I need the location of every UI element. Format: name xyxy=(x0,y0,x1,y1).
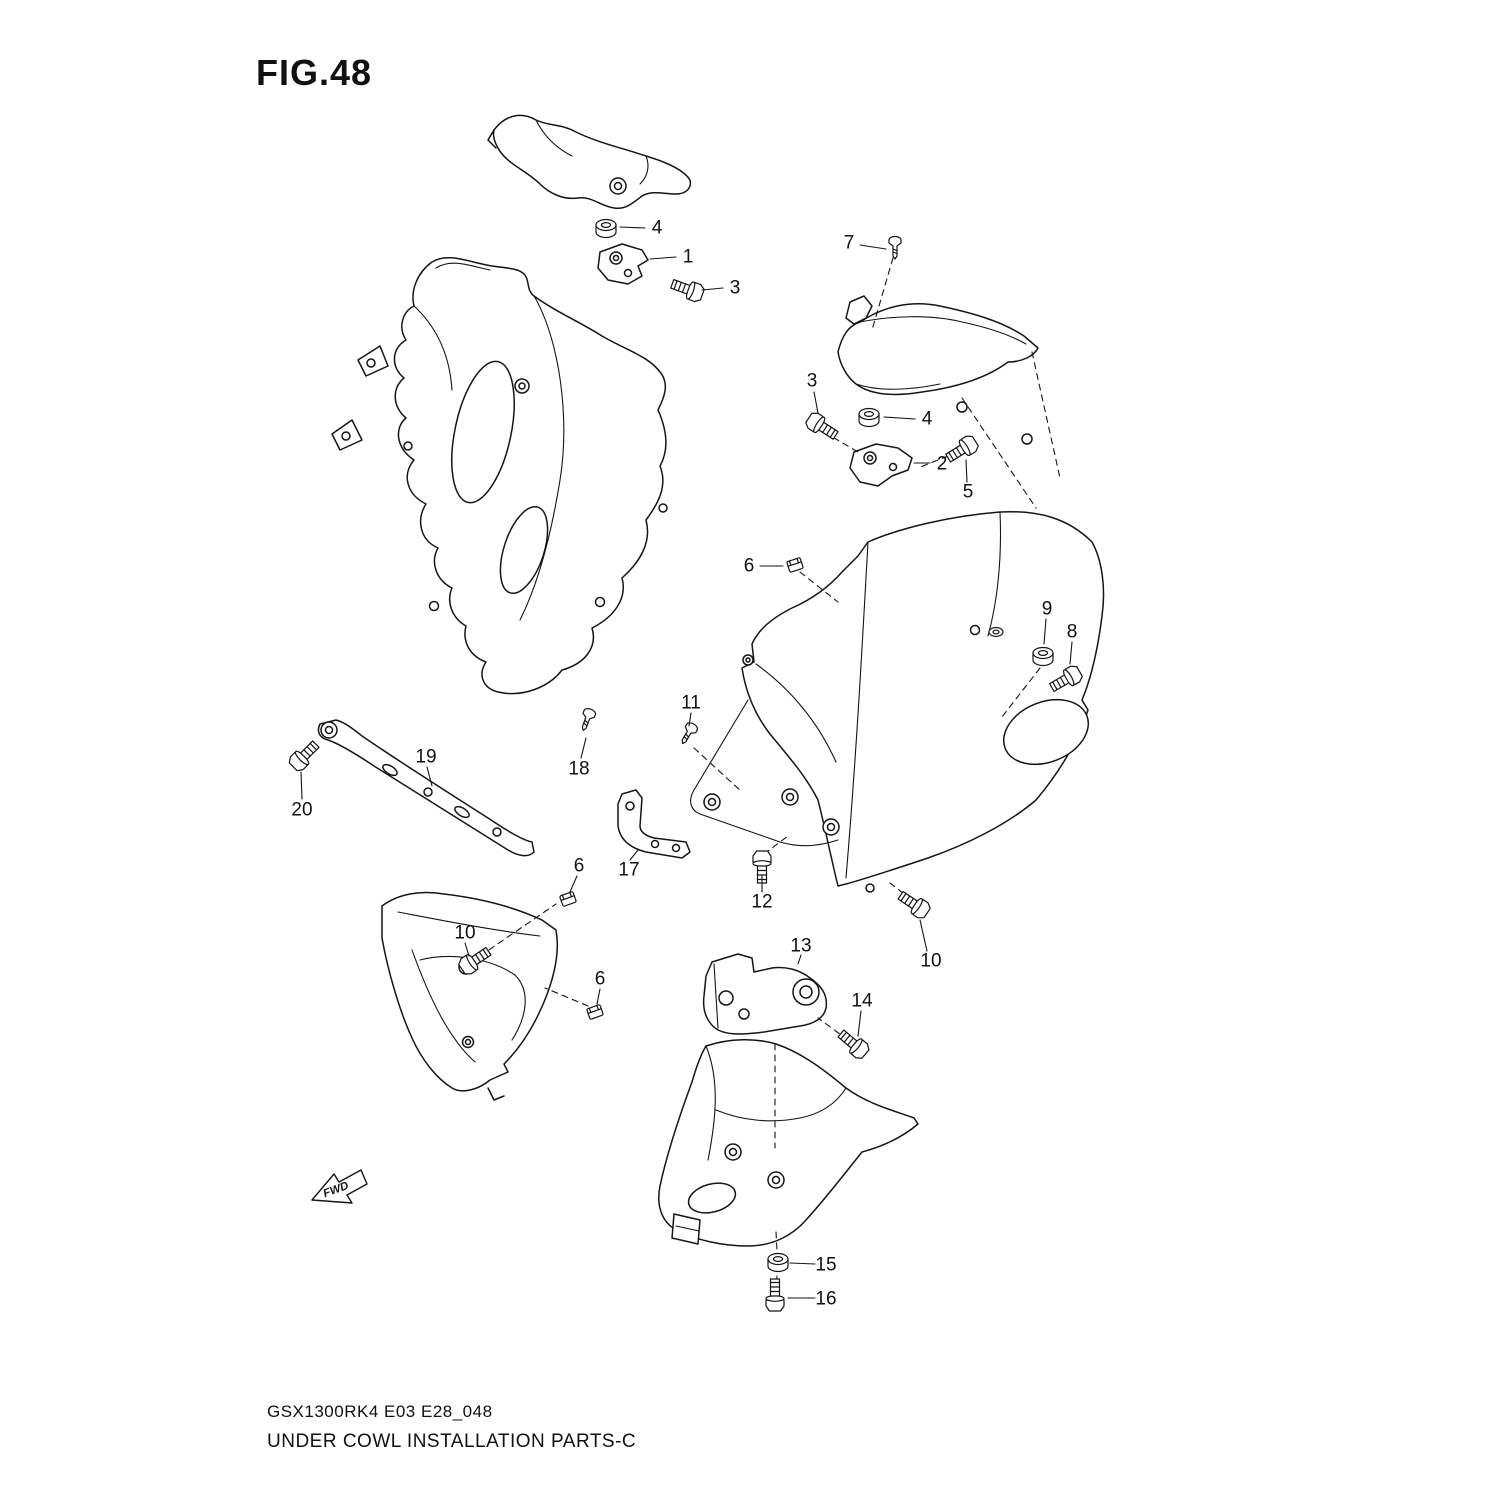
upper-bracket-cover xyxy=(487,114,692,210)
clip-nut-6-a xyxy=(786,557,804,573)
figure-caption: UNDER COWL INSTALLATION PARTS-C xyxy=(267,1431,637,1452)
bracket-2 xyxy=(849,443,913,487)
left-under-cowl-panel xyxy=(331,256,668,695)
washer-9 xyxy=(988,626,1004,638)
fwd-arrow: FWD xyxy=(311,1169,368,1204)
bolt-3-top xyxy=(668,274,707,304)
screw-7 xyxy=(888,235,902,260)
bolt-20 xyxy=(286,737,323,774)
lower-left-panel xyxy=(381,891,559,1101)
right-upper-cowl-panel xyxy=(837,295,1039,445)
bolt-5 xyxy=(942,432,981,467)
screw-18 xyxy=(576,706,598,733)
figure-title: FIG.48 xyxy=(256,52,373,93)
bolt-10-right xyxy=(894,887,933,922)
bottom-under-panel xyxy=(658,1038,919,1247)
brace-19 xyxy=(317,719,535,857)
bolt-16 xyxy=(765,1278,785,1312)
callout-leader-lines xyxy=(300,226,1073,1299)
figure-code: GSX1300RK4 E03 E28_048 xyxy=(267,1402,493,1421)
clip-nut-6-c xyxy=(585,1003,605,1021)
grommet-4-right xyxy=(858,407,880,428)
clip-nut-6-b xyxy=(558,890,578,908)
screw-11 xyxy=(676,720,700,748)
bracket-17 xyxy=(617,789,691,859)
bolt-14 xyxy=(834,1026,872,1062)
figure-footer: GSX1300RK4 E03 E28_048 UNDER COWL INSTAL… xyxy=(267,1402,636,1453)
grommet-15 xyxy=(767,1252,789,1273)
right-under-cowl-panel xyxy=(690,510,1105,893)
grommet-9 xyxy=(1032,646,1054,667)
grommet-4-top xyxy=(595,218,617,239)
bracket-13 xyxy=(702,953,828,1035)
bracket-1 xyxy=(597,243,649,285)
panel-group xyxy=(317,114,1105,1247)
